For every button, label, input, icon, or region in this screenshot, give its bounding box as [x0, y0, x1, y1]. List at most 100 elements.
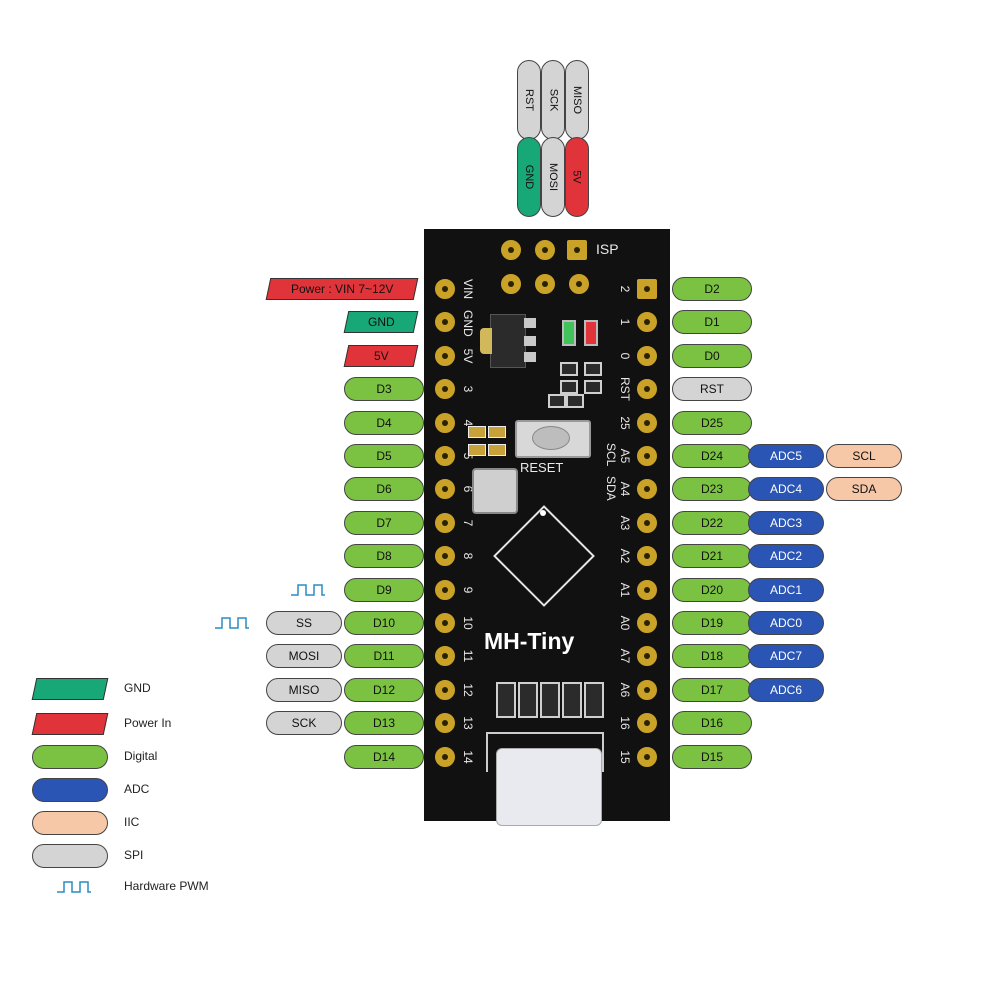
right-silk-label: A7 — [618, 649, 632, 664]
left-pad — [435, 746, 455, 767]
left-silk-label: 14 — [461, 749, 475, 764]
adc-label-adc2: ADC2 — [748, 544, 824, 569]
right-pad — [637, 679, 657, 700]
left-pin-d8: D8 — [344, 544, 424, 569]
right-pad — [637, 446, 657, 466]
left-pin-d13: D13 — [344, 711, 424, 736]
capacitor — [468, 426, 486, 438]
right-pad — [637, 279, 657, 299]
right-pad — [637, 512, 657, 533]
right-pin-d19: D19 — [672, 611, 752, 635]
right-pin-rst: RST — [672, 377, 752, 402]
capacitor — [488, 444, 506, 456]
left-silk-label: 8 — [461, 552, 475, 560]
right-silk-label: 15 — [618, 749, 632, 764]
right-pin-d15: D15 — [672, 744, 752, 769]
pin-label: 5V — [373, 348, 389, 363]
voltage-regulator — [490, 314, 526, 368]
right-pad — [637, 646, 657, 667]
mcu-dot — [540, 510, 546, 516]
right-pin-d22: D22 — [672, 510, 752, 535]
left-pad — [435, 579, 455, 600]
legend-swatch-adc — [32, 778, 108, 802]
right-pad — [637, 412, 657, 433]
isp-pad — [501, 240, 521, 260]
regulator-leg — [524, 352, 536, 362]
legend-swatch-spi — [32, 844, 108, 868]
usb-connector — [496, 748, 602, 826]
led-green — [562, 320, 576, 346]
regulator-tab — [480, 328, 492, 354]
smd-diode — [540, 682, 560, 718]
iic-label-sda: SDA — [826, 477, 902, 502]
right-pad — [637, 579, 657, 600]
left-silk-label: 12 — [461, 683, 475, 697]
isp-pin-label: MOSI — [547, 162, 559, 192]
left-pad — [435, 312, 455, 333]
adc-label-adc5: ADC5 — [748, 444, 824, 468]
capacitor — [488, 426, 506, 438]
legend-label-power: Power In — [124, 716, 172, 730]
left-pad — [435, 345, 455, 366]
right-pad — [637, 546, 657, 567]
spi-label-miso: MISO — [266, 677, 342, 702]
left-pad — [435, 512, 455, 533]
right-pad — [637, 312, 657, 333]
right-silk-label: A4 — [618, 482, 632, 497]
left-silk-label: 7 — [461, 519, 475, 527]
adc-label-adc6: ADC6 — [748, 677, 824, 702]
left-pin-d3: D3 — [344, 377, 424, 402]
legend-swatch-digital — [32, 745, 108, 769]
right-pin-d23: D23 — [672, 477, 752, 502]
regulator-leg — [524, 318, 536, 328]
left-silk-label: 9 — [461, 586, 475, 593]
isp-pad — [535, 240, 555, 260]
adc-label-adc0: ADC0 — [748, 611, 824, 635]
led-red — [584, 320, 598, 346]
right-silk-label: 0 — [618, 352, 632, 360]
iic-label-scl: SCL — [826, 444, 902, 468]
legend-swatch-gnd — [31, 678, 109, 700]
isp-pin-label: 5V — [571, 170, 583, 184]
right-pad — [637, 345, 657, 366]
smd-component — [584, 380, 602, 394]
crystal — [472, 468, 518, 514]
regulator-leg — [524, 336, 536, 346]
right-silk-label: 25 — [618, 415, 632, 430]
left-pin-d14: D14 — [344, 744, 424, 769]
right-pin-d24: D24 — [672, 444, 752, 468]
spi-label-ss: SS — [266, 611, 342, 635]
left-silk-label: 5V — [461, 348, 475, 364]
right-silk-label: A1 — [618, 582, 632, 597]
right-pad — [637, 479, 657, 500]
adc-label-adc1: ADC1 — [748, 577, 824, 602]
left-pin-d6: D6 — [344, 477, 424, 502]
right-pin-d0: D0 — [672, 343, 752, 368]
left-pin-d12: D12 — [344, 677, 424, 702]
legend-label-pwm: Hardware PWM — [124, 879, 209, 893]
smd-component — [560, 380, 578, 394]
legend-label-spi: SPI — [124, 848, 144, 862]
left-pin-d7: D7 — [344, 510, 424, 535]
right-silk-label: A2 — [618, 548, 632, 564]
smd-diode — [518, 682, 538, 718]
reset-label: RESET — [520, 460, 564, 475]
left-pad — [435, 379, 455, 400]
isp-pin-label: SCK — [547, 88, 559, 112]
left-pin-5v: 5V — [343, 344, 419, 367]
adc-label-adc3: ADC3 — [748, 510, 824, 535]
right-pin-d18: D18 — [672, 644, 752, 669]
reset-button-cap — [532, 426, 570, 450]
right-silk-label: A0 — [618, 615, 632, 631]
left-pin-d4: D4 — [344, 410, 424, 435]
left-pad — [435, 479, 455, 500]
isp-silk-label: ISP — [596, 241, 619, 257]
right-pin-d17: D17 — [672, 677, 752, 702]
left-pad — [435, 546, 455, 567]
left-pad — [435, 713, 455, 734]
pwm-icon — [215, 617, 249, 629]
adc-label-adc4: ADC4 — [748, 477, 824, 502]
isp-pin-gnd: GND — [517, 137, 541, 217]
isp-pin-label: GND — [523, 164, 536, 190]
